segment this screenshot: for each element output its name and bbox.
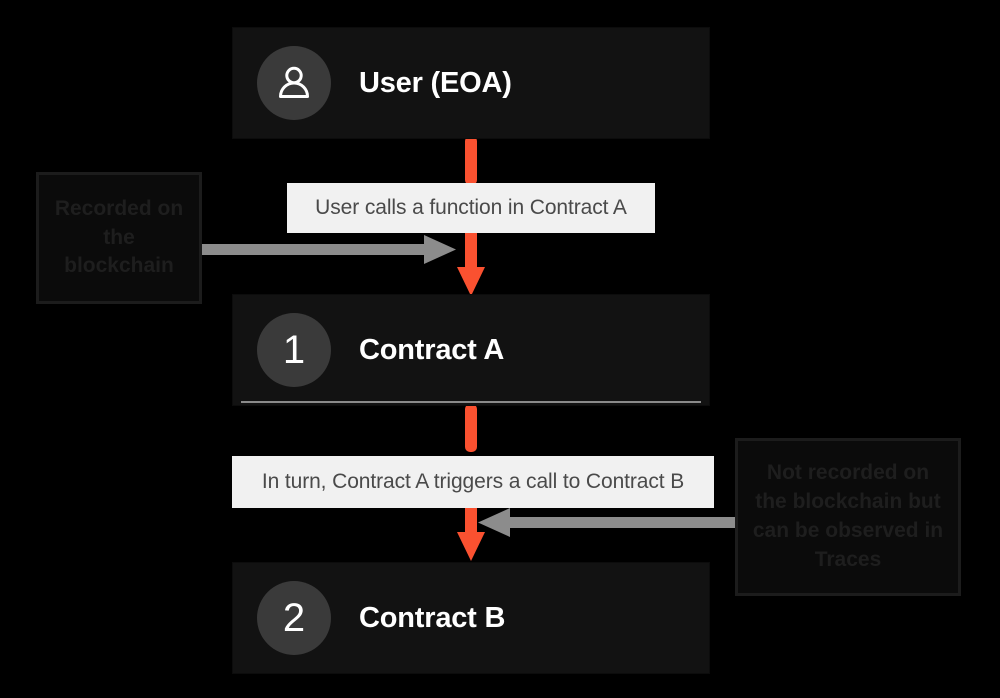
node-title-contract-a: Contract A: [359, 333, 505, 366]
node-underline-contract-a: [241, 401, 701, 403]
message-label-user-calls: User calls a function in Contract A: [287, 183, 655, 233]
arrow-not-recorded-pointer: [478, 508, 736, 537]
message-label-contract-a-triggers: In turn, Contract A triggers a call to C…: [232, 456, 714, 508]
callout-not-recorded-on-blockchain: Not recorded on the blockchain but can b…: [735, 438, 961, 596]
step-number-badge-1: 1: [257, 313, 331, 387]
person-icon: [279, 66, 309, 98]
node-contract-a[interactable]: 1 Contract A: [232, 294, 710, 406]
step-number-badge-2: 2: [257, 581, 331, 655]
node-user-eoa[interactable]: User (EOA): [232, 27, 710, 139]
user-avatar-badge: [257, 46, 331, 120]
node-title-user: User (EOA): [359, 66, 512, 99]
node-contract-b[interactable]: 2 Contract B: [232, 562, 710, 674]
step-number-1: 1: [282, 328, 306, 372]
callout-recorded-on-blockchain: Recorded on the blockchain: [36, 172, 202, 304]
step-number-2: 2: [282, 596, 306, 640]
arrow-recorded-pointer: [200, 235, 456, 264]
node-title-contract-b: Contract B: [359, 601, 506, 634]
